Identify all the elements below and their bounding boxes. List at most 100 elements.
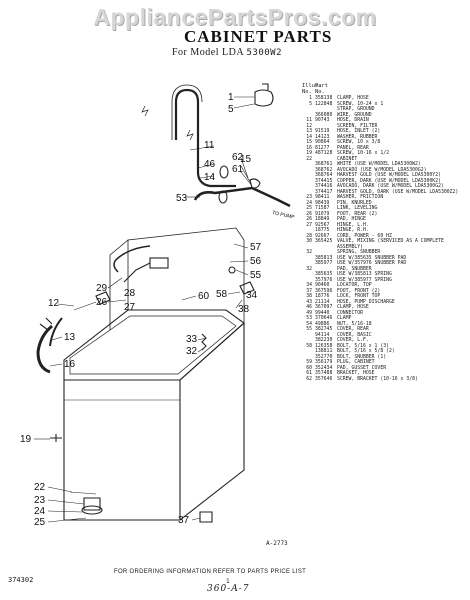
parts-row-description: USE W/385635 SNUBBER PAD [337,255,407,261]
parts-row-description: BOLT, 5/16 x 5/8 (2) [337,349,395,354]
parts-row-part-no: 18849 [315,217,330,222]
parts-row-illus-no: 22 [306,156,312,162]
callout-13: 13 [64,332,76,343]
parts-row-description: BRACKET, HOSE [337,371,375,376]
parts-row-description: PIN, KNURLED [337,200,372,206]
parts-row-description: HINGE, R.H. [337,228,369,233]
power-cord [113,245,151,273]
parts-row-illus-no: 60 [306,365,312,371]
drain-hose-hook [174,88,200,150]
parts-row-part-no: 18775 [315,228,330,233]
parts-row-description: COVER, REAR [337,327,369,332]
parts-row-part-no: 122848 [315,101,333,107]
parts-row-illus-no: 53 [306,316,312,321]
parts-row: STRAP, GROUND [302,107,468,113]
parts-row-part-no: 382230 [315,338,333,343]
snubber-spring [201,333,207,351]
parts-row-description: SPRING, SNUBBER [337,250,381,255]
callout-57: 57 [250,242,262,253]
parts-row-illus-no: 11 [306,118,312,123]
parts-row-description: WIRE, GROUND [337,112,372,118]
parts-row-part-no: 90864 [315,140,330,145]
parts-row-part-no: 368762 [315,167,333,173]
parts-row-part-no: 90460 [315,283,330,288]
callout-15: 15 [240,154,252,165]
parts-row-illus-no: 46 [306,305,312,310]
cabinet-top-frame [63,309,245,381]
parts-row-part-no: 368764 [315,173,333,178]
leveling-foot [81,505,103,515]
parts-row: 32 SPRING, SNUBBER [302,250,468,256]
parts-row-description: CLAMP, HOSE [337,96,369,101]
parts-row-part-no: 357976 [315,277,333,283]
parts-row-description: FOOT, REAR (2) [337,211,378,217]
callout-24: 24 [34,506,46,517]
footer-ordering-info: FOR ORDERING INFORMATION REFER TO PARTS … [114,569,307,575]
parts-row-description: SCREEN, FILTER [337,123,378,129]
parts-row-illus-no: 32 [306,250,312,255]
parts-row-illus-no: 19 [306,151,312,156]
parts-row-part-no: 385977 [315,261,333,266]
parts-row-description: BOLT, 5/16 x 1 (3) [337,343,389,349]
parts-row-description: LOCK, FRONT TOP [337,294,381,299]
inlet-hose [36,324,53,374]
parts-row-illus-no: 32 [306,266,312,272]
parts-row-illus-no: 26 [306,211,312,217]
parts-row-part-no: 14123 [315,134,330,140]
parts-row-description: USE W/385977 SPRING [337,277,392,283]
parts-row-part-no: 374415 [315,178,333,184]
parts-row-part-no: 382745 [315,327,333,332]
callout-16: 16 [64,359,76,370]
parts-row-part-no: 21114 [315,299,330,305]
parts-row-description: CABINET [337,156,358,162]
parts-row-illus-no: 38 [306,294,312,299]
parts-row-description: LINK, LEVELING [337,206,378,211]
locator-top [228,266,236,274]
parts-row-description: PLUG, CABINET [337,360,375,365]
callout-5: 5 [228,104,234,115]
parts-row-illus-no: 54 [306,321,312,327]
callout-33: 33 [186,334,198,345]
header-illus: Illus. No. [302,83,322,95]
hose-clamp-top [254,89,274,107]
parts-row-illus-no: 15 [306,140,312,145]
parts-row-description: LOCATOR, TOP [337,283,372,288]
parts-row-illus-no: 37 [306,288,312,294]
parts-row-description: BOLT, SNUBBER (1) [337,354,387,360]
parts-row-illus-no: 62 [306,376,312,382]
parts-row-illus-no: 5 [309,101,312,107]
parts-row-description: COPPER, DARK (USE W/MODEL LDA5300K2) [337,178,441,184]
parts-row-illus-no: 24 [306,200,312,206]
footer-handwritten-code: 360-A-7 [207,584,250,594]
parts-row-part-no: 81277 [315,145,330,151]
parts-row-description: COVER, BASIC [337,332,372,338]
exploded-parts-diagram: 1 5 11 46 14 53 62 15 61 57 56 55 29 28 … [20,83,296,528]
parts-row-description: PAD, HINGE [337,217,366,222]
parts-row-description: WASHER, RUBBER [337,134,378,140]
parts-row-description: WHITE (USE W/MODEL LDA5300W2) [337,162,421,167]
parts-row: 18775 HINGE, R.H. [302,228,468,234]
parts-row-description: AVOCADO, DARK (USE W/MODEL LDA5300G2) [337,184,444,189]
parts-row-illus-no: 59 [306,360,312,365]
